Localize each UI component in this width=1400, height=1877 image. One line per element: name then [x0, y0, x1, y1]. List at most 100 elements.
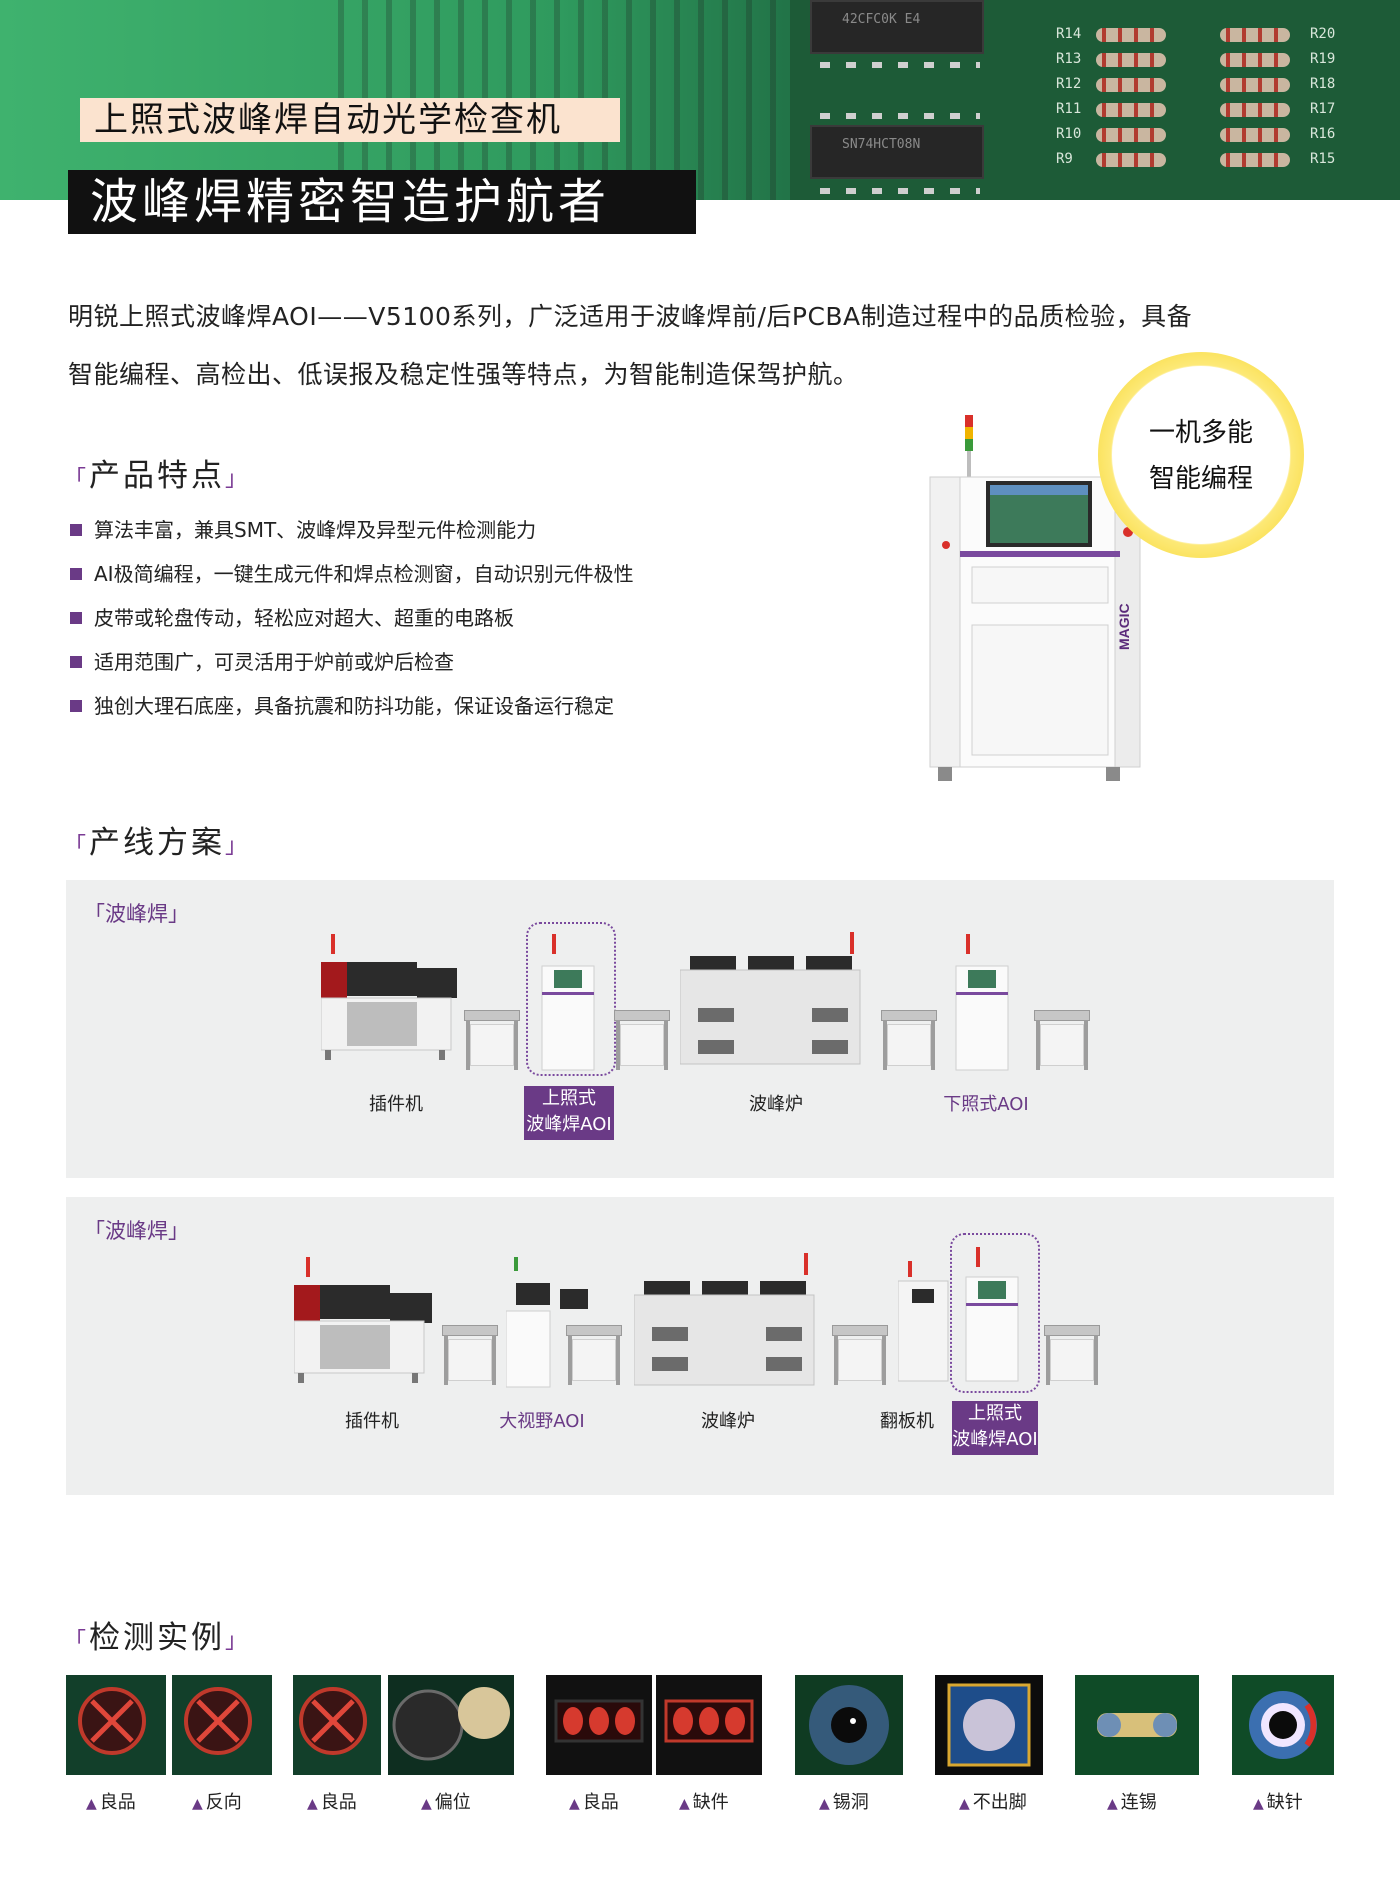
inspection-example-image	[795, 1675, 903, 1775]
resistor	[1096, 53, 1166, 67]
resistor	[1220, 128, 1290, 142]
machine-label: 插件机	[369, 1094, 423, 1115]
intro-line: 明锐上照式波峰焊AOI——V5100系列，广泛适用于波峰焊前/后PCBA制造过程…	[68, 302, 1193, 331]
inspection-example-image	[1232, 1675, 1334, 1775]
large-view-aoi-image	[506, 1257, 588, 1388]
wave-oven-image	[634, 1253, 815, 1386]
example-label: ▲良品	[86, 1792, 136, 1813]
ic-chip: 42CFC0K E4	[810, 0, 984, 54]
resistor	[1220, 78, 1290, 92]
ic-chip: SN74HCT08N	[810, 125, 984, 179]
badge-line: 智能编程	[1148, 464, 1253, 494]
feature-item: AI极简编程，一键生成元件和焊点检测窗，自动识别元件极性	[70, 552, 634, 596]
resistor-label: R13	[1056, 51, 1082, 67]
inspection-example-image	[546, 1675, 652, 1775]
highlight-label: 上照式波峰焊AOI	[524, 1086, 614, 1140]
insertion-machine-image	[294, 1257, 432, 1383]
machine-label: 下照式AOI	[943, 1094, 1029, 1115]
triangle-icon: ▲	[959, 1796, 970, 1812]
feature-item: 皮带或轮盘传动，轻松应对超大、超重的电路板	[70, 596, 634, 640]
inspection-example-image	[293, 1675, 381, 1775]
example-label: ▲反向	[192, 1792, 242, 1813]
triangle-icon: ▲	[307, 1796, 318, 1812]
inspection-example-image	[935, 1675, 1043, 1775]
machine-label: 插件机	[345, 1411, 399, 1432]
example-label: ▲良品	[569, 1792, 619, 1813]
feature-item: 独创大理石底座，具备抗震和防抖功能，保证设备运行稳定	[70, 684, 634, 728]
machine-label: 波峰炉	[749, 1094, 803, 1115]
example-label: ▲锡洞	[819, 1792, 869, 1813]
example-label: ▲偏位	[421, 1792, 471, 1813]
intro-text: 明锐上照式波峰焊AOI——V5100系列，广泛适用于波峰焊前/后PCBA制造过程…	[68, 288, 1338, 404]
insertion-machine-image	[321, 934, 457, 1060]
resistor	[1096, 103, 1166, 117]
resistor-label: R11	[1056, 101, 1082, 117]
resistor-label: R19	[1310, 51, 1336, 67]
resistor	[1096, 28, 1166, 42]
example-label: ▲缺针	[1253, 1792, 1303, 1813]
top-aoi-machine-image	[541, 934, 595, 1071]
feature-badge: 一机多能 智能编程	[1098, 352, 1304, 558]
brand-logo: MAGIC	[1116, 603, 1132, 650]
example-label: ▲不出脚	[959, 1792, 1027, 1813]
bottom-aoi-machine-image	[955, 934, 1009, 1071]
resistor	[1220, 153, 1290, 167]
inspection-example-image	[388, 1675, 514, 1775]
feature-list: 算法丰富，兼具SMT、波峰焊及异型元件检测能力 AI极简编程，一键生成元件和焊点…	[70, 508, 634, 728]
inspection-example-image	[66, 1675, 166, 1775]
resistor-label: R10	[1056, 126, 1082, 142]
resistor-label: R14	[1056, 26, 1082, 42]
aoi-machine-image: MAGIC	[929, 415, 1141, 781]
badge-line: 一机多能	[1148, 418, 1253, 448]
resistor	[1096, 153, 1166, 167]
triangle-icon: ▲	[679, 1796, 690, 1812]
board-flipper-image	[898, 1261, 949, 1382]
resistor-label: R17	[1310, 101, 1336, 117]
resistor	[1096, 128, 1166, 142]
inspection-example-image	[1075, 1675, 1199, 1775]
machine-label: 大视野AOI	[499, 1411, 585, 1432]
triangle-icon: ▲	[86, 1796, 97, 1812]
resistor	[1096, 78, 1166, 92]
inspection-example-image	[172, 1675, 272, 1775]
top-aoi-machine-image	[965, 1247, 1019, 1382]
highlight-label: 上照式波峰焊AOI	[952, 1401, 1038, 1455]
production-line-panel: 「波峰焊」 插件机 上照式波峰焊AOI 波峰炉 下照式	[66, 880, 1334, 1178]
product-title: 上照式波峰焊自动光学检查机	[80, 98, 620, 142]
resistor	[1220, 103, 1290, 117]
machine-label: 翻板机	[880, 1411, 934, 1432]
feature-item: 算法丰富，兼具SMT、波峰焊及异型元件检测能力	[70, 508, 634, 552]
features-heading: 「产品特点」	[64, 458, 251, 494]
inspection-example-image	[656, 1675, 762, 1775]
wave-oven-image	[680, 932, 861, 1065]
triangle-icon: ▲	[421, 1796, 432, 1812]
feature-item: 适用范围广，可灵活用于炉前或炉后检查	[70, 640, 634, 684]
panel-tag: 「波峰焊」	[84, 1219, 189, 1243]
panel-tag: 「波峰焊」	[84, 902, 189, 926]
triangle-icon: ▲	[1107, 1796, 1118, 1812]
triangle-icon: ▲	[192, 1796, 203, 1812]
production-line-panel: 「波峰焊」 插件机 大视野AOI 波	[66, 1197, 1334, 1495]
resistor-label: R20	[1310, 26, 1336, 42]
triangle-icon: ▲	[1253, 1796, 1264, 1812]
examples-heading: 「检测实例」	[64, 1620, 251, 1656]
example-label: ▲良品	[307, 1792, 357, 1813]
resistor-label: R15	[1310, 151, 1336, 167]
resistor	[1220, 53, 1290, 67]
highlight-frame	[526, 922, 616, 1076]
production-heading: 「产线方案」	[64, 825, 251, 861]
resistor-label: R12	[1056, 76, 1082, 92]
machine-label: 波峰炉	[701, 1411, 755, 1432]
slogan: 波峰焊精密智造护航者	[68, 170, 696, 234]
resistor	[1220, 28, 1290, 42]
resistor-label: R18	[1310, 76, 1336, 92]
resistor-label: R16	[1310, 126, 1336, 142]
example-label: ▲连锡	[1107, 1792, 1157, 1813]
example-label: ▲缺件	[679, 1792, 729, 1813]
triangle-icon: ▲	[819, 1796, 830, 1812]
triangle-icon: ▲	[569, 1796, 580, 1812]
highlight-frame	[950, 1233, 1040, 1393]
intro-line: 智能编程、高检出、低误报及稳定性强等特点，为智能制造保驾护航。	[68, 360, 859, 389]
